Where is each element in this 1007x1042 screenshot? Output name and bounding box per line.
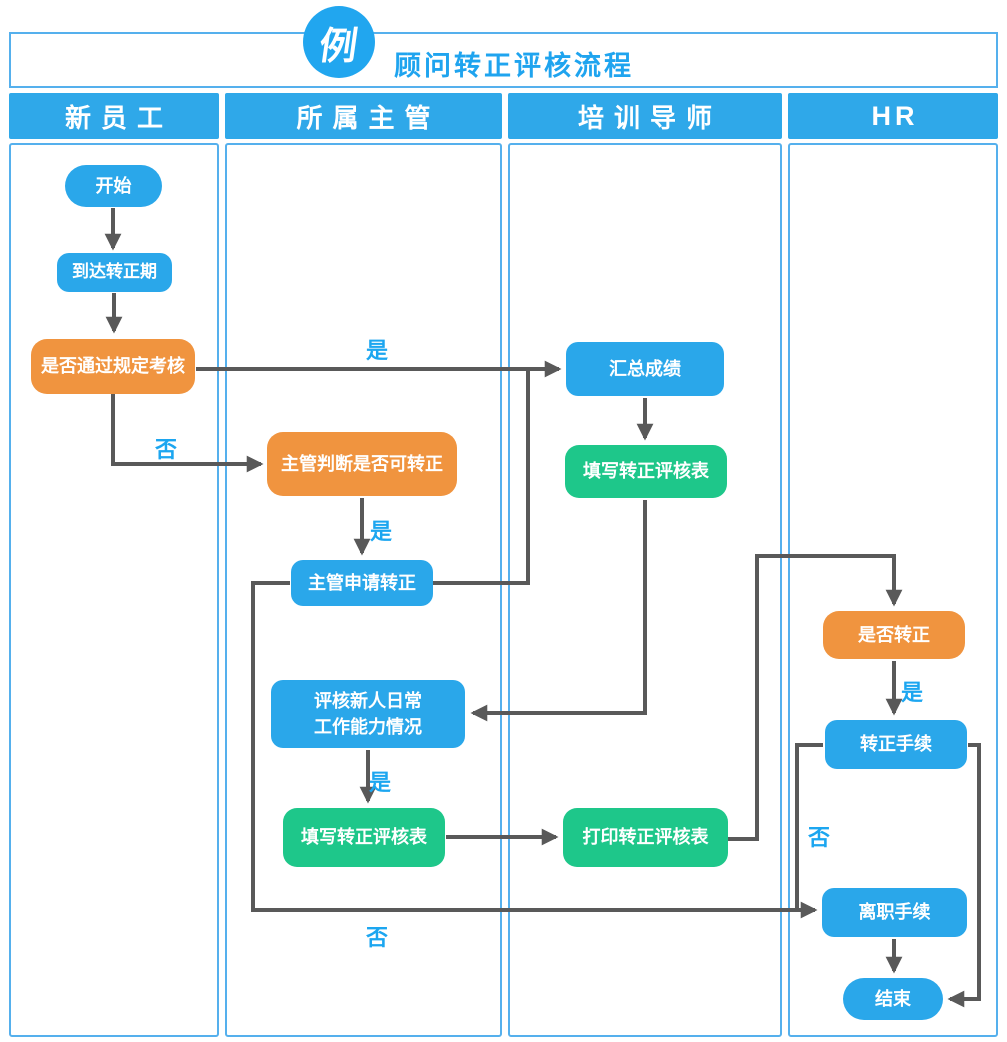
example-badge: 例 [303,6,375,78]
node-summarize-scores: 汇总成绩 [566,342,724,396]
node-supervisor-apply: 主管申请转正 [291,560,433,606]
edge-label-judge-yes: 是 [370,519,393,544]
lane-body-new-employee [9,143,219,1037]
node-print-form: 打印转正评核表 [563,808,728,867]
edge-regular-no-join [795,743,823,908]
edge-apply-no-to-resign [251,581,818,919]
edge-label-exam-no: 否 [155,437,178,462]
node-evaluate-daily-line1: 评核新人日常 [314,690,422,711]
node-reach-probation-period: 到达转正期 [57,253,172,292]
node-evaluate-daily-line2: 工作能力情况 [314,717,422,737]
edge-label-regular-no: 否 [808,825,831,850]
page-title: 顾问转正评核流程 [394,51,634,81]
edge-apply-to-summary-join [433,371,530,585]
node-supervisor-judge-decision: 主管判断是否可转正 [267,432,457,496]
node-fill-form-supervisor: 填写转正评核表 [283,808,445,867]
edge-label-exam-yes: 是 [366,338,389,363]
edge-fill-mentor-to-daily [470,500,647,722]
lane-header-training-mentor: 培训导师 [508,93,782,139]
node-pass-exam-decision: 是否通过规定考核 [31,339,195,394]
edge-print-to-confirm [728,554,903,841]
node-start: 开始 [65,165,162,207]
edge-label-resign-no: 否 [366,925,389,950]
edge-exam-no-to-judge [111,394,264,473]
lane-header-supervisor: 所属主管 [225,93,502,139]
node-fill-form-mentor: 填写转正评核表 [565,445,727,498]
node-confirm-regular-decision: 是否转正 [823,611,965,659]
node-evaluate-daily-ability: 评核新人日常 工作能力情况 [271,680,465,748]
node-regular-procedure: 转正手续 [825,720,967,769]
example-badge-text: 例 [316,25,361,68]
lane-header-hr: HR [788,93,998,139]
lane-header-new-employee: 新员工 [9,93,219,139]
node-resign-procedure: 离职手续 [822,888,967,937]
title-band [9,32,998,88]
edge-label-confirm-yes: 是 [901,680,924,705]
edge-label-daily-yes: 是 [369,770,392,795]
edge-regular-to-end [947,743,981,1008]
node-end: 结束 [843,978,943,1020]
